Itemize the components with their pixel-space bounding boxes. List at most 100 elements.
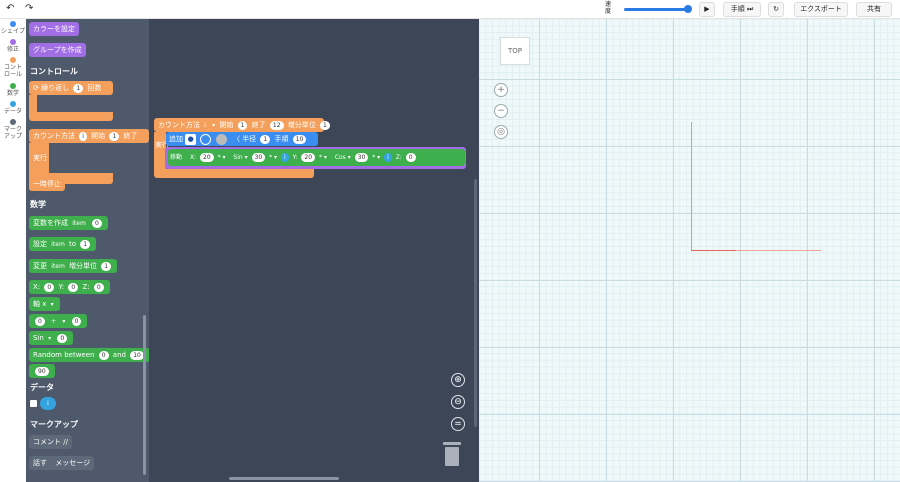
set-value[interactable]: 1	[80, 239, 91, 249]
z-value[interactable]: 0	[93, 282, 104, 292]
move-y-value[interactable]: 20	[301, 153, 316, 162]
share-button[interactable]: 共有	[856, 2, 892, 17]
op-dropdown[interactable]: *	[269, 154, 273, 161]
category-markup[interactable]: マークアップ	[0, 119, 26, 140]
random-block[interactable]: Random between 0 and 10	[29, 348, 149, 362]
number-value[interactable]: 90	[35, 366, 49, 376]
to-value[interactable]: 12	[269, 120, 284, 130]
chevron-left-icon[interactable]: 〈	[232, 135, 240, 143]
set-color-block[interactable]: カラーを設定	[29, 22, 79, 36]
make-group-block[interactable]: グループを作成	[29, 43, 86, 57]
sin-dropdown[interactable]: Sin	[33, 334, 44, 342]
add-shape-block[interactable]: 追加 ● 〈 半径 1 手順 10	[166, 132, 318, 146]
comment-block[interactable]: コメント //	[29, 435, 72, 449]
speed-slider[interactable]	[624, 5, 692, 13]
create-variable-block[interactable]: 変数を作成 item 0	[29, 216, 108, 230]
cos-value[interactable]: 30	[354, 153, 369, 162]
op-b-value[interactable]: 0	[71, 316, 82, 326]
sin-dropdown[interactable]: Sin	[233, 154, 243, 161]
orbit-icon[interactable]: ◎	[494, 125, 508, 139]
sin-value[interactable]: 0	[57, 333, 68, 343]
count-loop-block[interactable]: カウント方法 i ▾ 開始 1 終了 12 増分単位 1 実行	[154, 118, 330, 180]
var-dropdown[interactable]: item	[51, 241, 65, 248]
axis-dropdown[interactable]: 軸 x	[33, 300, 47, 308]
op-dropdown[interactable]: +	[51, 318, 57, 325]
axis-block[interactable]: 軸 x ▾	[29, 297, 60, 311]
i-variable[interactable]: i	[384, 153, 392, 162]
from-value[interactable]: 1	[237, 120, 248, 130]
number-block[interactable]: 90	[29, 364, 55, 378]
transparent-shape-icon[interactable]	[215, 133, 227, 145]
sin-value[interactable]: 30	[251, 153, 266, 162]
cos-dropdown[interactable]: Cos	[334, 154, 346, 161]
change-value[interactable]: 1	[101, 261, 112, 271]
x-axis-line	[691, 250, 821, 251]
circle-shape-icon[interactable]	[200, 133, 212, 145]
trash-icon[interactable]	[443, 442, 461, 466]
arithmetic-block[interactable]: 0 + ▾ 0	[29, 314, 88, 328]
var-dropdown[interactable]: item	[72, 220, 86, 227]
dropdown-caret-icon: ▾	[274, 154, 278, 161]
xyz-block[interactable]: X: 0 Y: 0 Z: 0	[29, 280, 110, 294]
mult-dropdown[interactable]: *	[217, 154, 221, 161]
op-a-value[interactable]: 0	[35, 316, 45, 326]
repeat-head: ⟳ 繰り返し 1 回数	[29, 81, 113, 95]
from-value[interactable]: 1	[109, 131, 120, 141]
category-math[interactable]: 数学	[0, 83, 26, 97]
op-dropdown[interactable]: *	[372, 154, 376, 161]
undo-icon[interactable]: ↶	[6, 3, 15, 14]
random-b-value[interactable]: 10	[130, 350, 144, 360]
data-checkbox[interactable]	[30, 400, 37, 407]
step-button[interactable]: 手順 ⏭	[723, 2, 761, 17]
data-var-block[interactable]: i	[40, 397, 56, 410]
category-shapes[interactable]: シェイプ	[0, 21, 26, 35]
zoom-in-icon[interactable]: +	[494, 83, 508, 97]
var-init-value[interactable]: 0	[92, 218, 102, 228]
repeat-arm	[29, 95, 37, 113]
play-button[interactable]: ▶	[699, 2, 715, 17]
change-variable-block[interactable]: 変更 item 増分単位 1	[29, 259, 118, 273]
pause-block[interactable]: 一時停止	[29, 177, 65, 191]
by-value[interactable]: 1	[320, 120, 330, 130]
zoom-in-icon[interactable]: ⊕	[451, 373, 465, 387]
workspace-vscrollbar[interactable]	[474, 179, 477, 427]
reset-zoom-icon[interactable]: =	[451, 417, 465, 431]
var-dropdown[interactable]: item	[51, 263, 65, 270]
move-z-value[interactable]: 0	[405, 153, 416, 162]
reset-button[interactable]: ↻	[768, 2, 784, 17]
3d-viewer[interactable]: TOP + − ◎	[479, 19, 900, 482]
speed-slider-thumb[interactable]	[684, 5, 692, 13]
repeat-count[interactable]: 1	[73, 83, 84, 93]
category-modify[interactable]: 修正	[0, 39, 26, 53]
view-cube[interactable]: TOP	[500, 37, 530, 65]
dropdown-caret-icon: ▾	[62, 318, 66, 325]
y-value[interactable]: 0	[68, 282, 79, 292]
move-block[interactable]: 移動 X: 20 * ▾ Sin ▾ 30 * ▾ i Y: 20 * ▾ Co…	[168, 149, 465, 166]
sin-block[interactable]: Sin ▾ 0	[29, 331, 74, 345]
sides-value[interactable]: 10	[292, 134, 307, 144]
export-button[interactable]: エクスポート	[794, 2, 848, 17]
repeat-block[interactable]: ⟳ 繰り返し 1 回数	[29, 81, 113, 123]
workspace-hscrollbar[interactable]	[229, 477, 339, 480]
zoom-out-icon[interactable]: −	[494, 104, 508, 118]
count-arm	[29, 143, 49, 175]
flyout-scrollbar[interactable]	[143, 315, 146, 475]
zoom-out-icon[interactable]: ⊖	[451, 395, 465, 409]
count-var-dropdown[interactable]: i	[204, 122, 206, 129]
category-control[interactable]: コントロール	[0, 57, 26, 78]
count-block[interactable]: カウント方法 i 開始 1 終了 実行	[29, 129, 149, 189]
random-a-value[interactable]: 0	[98, 350, 109, 360]
x-value[interactable]: 0	[44, 282, 55, 292]
radius-value[interactable]: 1	[260, 134, 271, 144]
set-variable-block[interactable]: 設定 item to 1	[29, 237, 97, 251]
i-variable[interactable]: i	[280, 153, 289, 162]
sphere-shape-icon[interactable]: ●	[185, 133, 197, 145]
category-data[interactable]: データ	[0, 101, 26, 115]
say-block[interactable]: 話す メッセージ	[29, 456, 95, 470]
block-workspace[interactable]: カウント方法 i ▾ 開始 1 終了 12 増分単位 1 実行 追加 ● 〈 半…	[149, 19, 479, 482]
redo-icon[interactable]: ↷	[25, 3, 34, 14]
count-var-dropdown[interactable]: i	[79, 131, 87, 141]
count-label: カウント方法	[158, 121, 200, 129]
mult-dropdown[interactable]: *	[318, 154, 322, 161]
move-x-value[interactable]: 20	[200, 153, 214, 162]
